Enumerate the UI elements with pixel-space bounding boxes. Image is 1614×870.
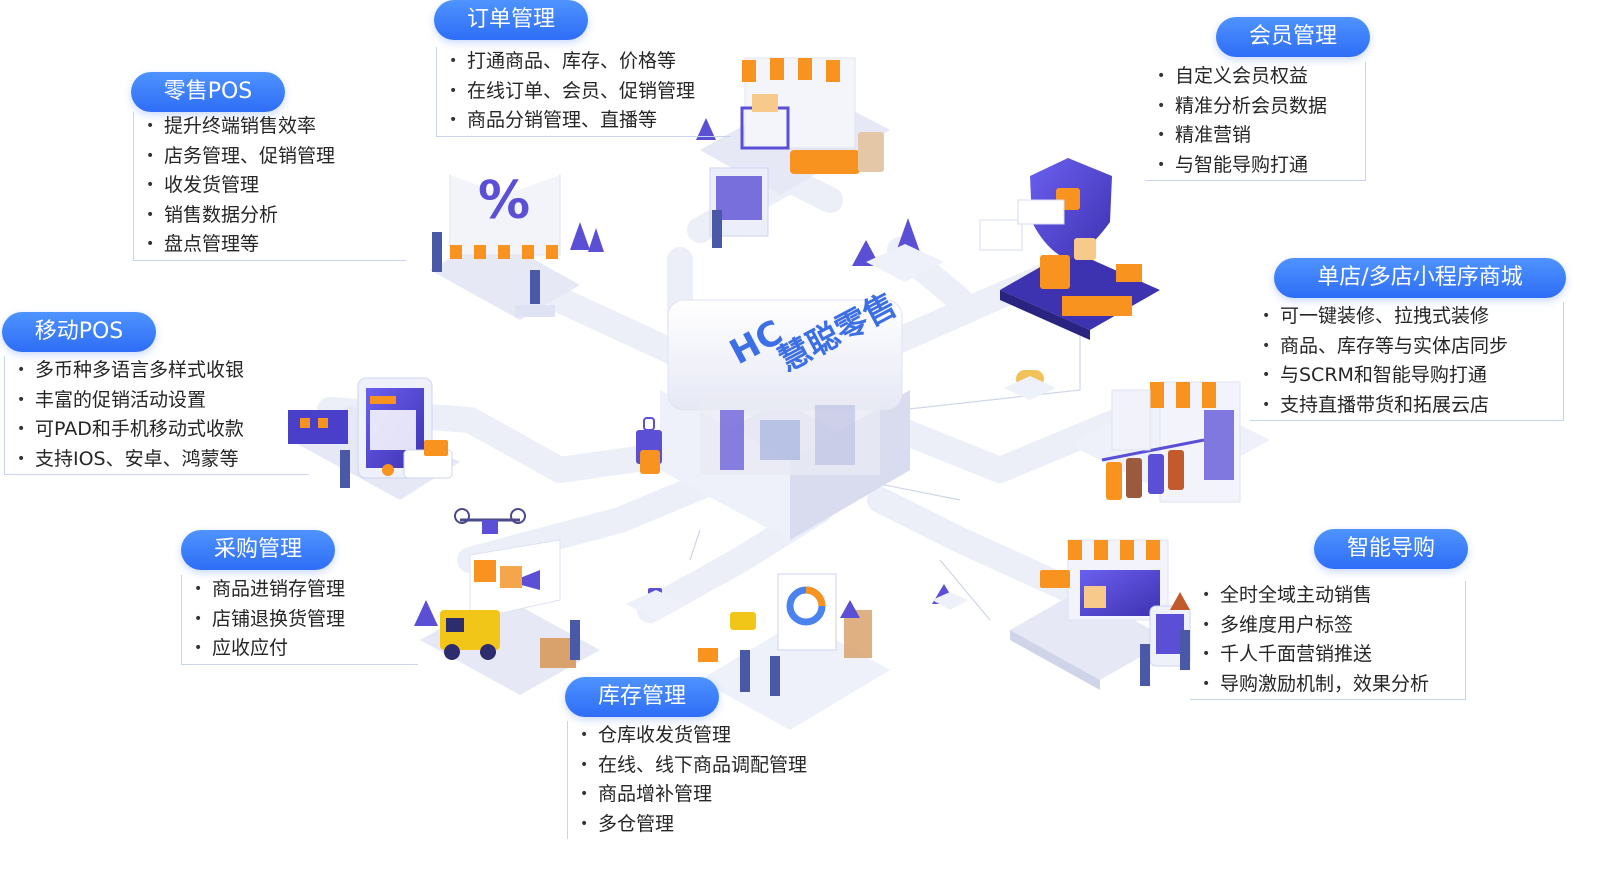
- feature-item: 导购激励机制，效果分析: [1190, 670, 1465, 700]
- feature-item: 商品进销存管理: [182, 575, 418, 605]
- feature-item: 自定义会员权益: [1145, 62, 1365, 92]
- feature-list: 提升终端销售效率 店务管理、促销管理 收发货管理 销售数据分析 盘点管理等: [133, 112, 406, 261]
- feature-item: 多仓管理: [568, 810, 848, 840]
- feature-item: 可PAD和手机移动式收款: [5, 415, 309, 445]
- feature-item: 支持IOS、安卓、鸿蒙等: [5, 445, 309, 475]
- feature-list: 自定义会员权益 精准分析会员数据 精准营销 与智能导购打通: [1145, 62, 1366, 181]
- feature-list: 仓库收发货管理 在线、线下商品调配管理 商品增补管理 多仓管理: [567, 721, 848, 839]
- feature-item: 收发货管理: [134, 171, 406, 201]
- feature-item: 销售数据分析: [134, 201, 406, 231]
- module-title[interactable]: 会员管理: [1216, 17, 1370, 57]
- feature-list: 全时全域主动销售 多维度用户标签 千人千面营销推送 导购激励机制，效果分析: [1190, 581, 1466, 700]
- feature-item: 全时全域主动销售: [1190, 581, 1465, 611]
- feature-item: 精准营销: [1145, 121, 1365, 151]
- feature-list: 多币种多语言多样式收银 丰富的促销活动设置 可PAD和手机移动式收款 支持IOS…: [4, 356, 309, 475]
- member-management-illustration: [852, 158, 1160, 340]
- feature-item: 多维度用户标签: [1190, 611, 1465, 641]
- feature-list: 可一键装修、拉拽式装修 商品、库存等与实体店同步 与SCRM和智能导购打通 支持…: [1250, 302, 1564, 421]
- module-title[interactable]: 库存管理: [565, 677, 719, 717]
- feature-item: 与SCRM和智能导购打通: [1250, 361, 1563, 391]
- feature-item: 与智能导购打通: [1145, 151, 1365, 181]
- feature-item: 支持直播带货和拓展云店: [1250, 391, 1563, 421]
- inventory-management-illustration: [626, 573, 890, 730]
- retail-pos-illustration: %: [430, 155, 604, 320]
- feature-item: 盘点管理等: [134, 230, 406, 260]
- feature-item: 店务管理、促销管理: [134, 142, 406, 172]
- feature-item: 提升终端销售效率: [134, 112, 406, 142]
- feature-list: 商品进销存管理 店铺退换货管理 应收应付: [181, 575, 418, 665]
- feature-item: 商品分销管理、直播等: [437, 106, 731, 136]
- feature-item: 仓库收发货管理: [568, 721, 848, 751]
- feature-item: 店铺退换货管理: [182, 605, 418, 635]
- feature-item: 多币种多语言多样式收银: [5, 356, 309, 386]
- feature-item: 丰富的促销活动设置: [5, 386, 309, 416]
- svg-text:%: %: [478, 171, 530, 231]
- module-title[interactable]: 单店/多店小程序商城: [1274, 258, 1566, 298]
- order-management-illustration: [696, 57, 890, 248]
- module-title[interactable]: 采购管理: [181, 530, 335, 570]
- feature-item: 打通商品、库存、价格等: [437, 47, 731, 77]
- feature-item: 商品增补管理: [568, 780, 848, 810]
- smart-guide-illustration: [932, 539, 1191, 690]
- feature-item: 千人千面营销推送: [1190, 640, 1465, 670]
- module-title[interactable]: 订单管理: [434, 0, 588, 40]
- central-store: [636, 299, 910, 540]
- feature-list: 打通商品、库存、价格等 在线订单、会员、促销管理 商品分销管理、直播等: [436, 47, 731, 137]
- feature-item: 可一键装修、拉拽式装修: [1250, 302, 1563, 332]
- feature-item: 在线、线下商品调配管理: [568, 751, 848, 781]
- mobile-pos-illustration: [288, 377, 460, 500]
- purchase-management-illustration: [414, 508, 600, 695]
- feature-item: 商品、库存等与实体店同步: [1250, 332, 1563, 362]
- module-title[interactable]: 移动POS: [2, 312, 156, 352]
- module-title[interactable]: 智能导购: [1314, 529, 1468, 569]
- mini-program-mall-illustration: [1004, 370, 1270, 503]
- module-title[interactable]: 零售POS: [131, 72, 285, 112]
- feature-item: 精准分析会员数据: [1145, 92, 1365, 122]
- feature-item: 应收应付: [182, 634, 418, 664]
- feature-item: 在线订单、会员、促销管理: [437, 77, 731, 107]
